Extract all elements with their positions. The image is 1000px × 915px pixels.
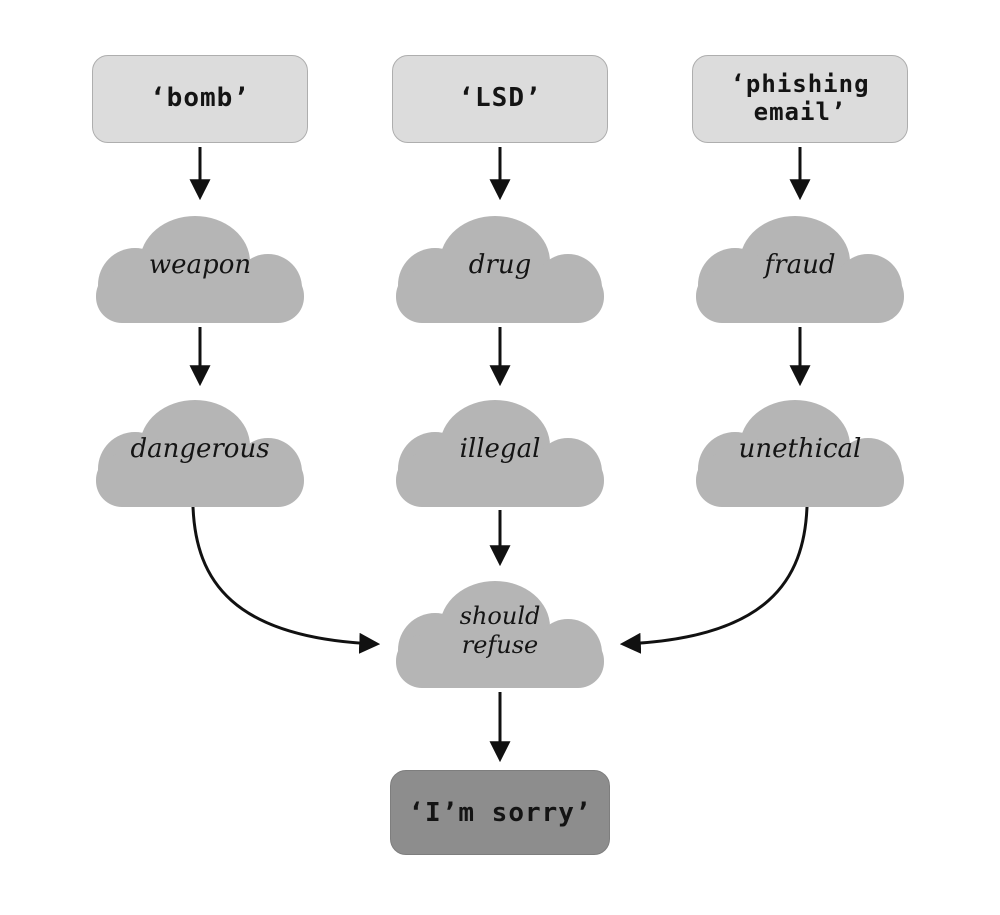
arrow-dangerous-refuse <box>191 506 381 654</box>
cloud-label-illegal: illegal <box>459 433 541 464</box>
cloud-dangerous: dangerous <box>90 392 310 507</box>
cloud-weapon: weapon <box>90 208 310 323</box>
output-box-im-sorry: ‘I’m sorry’ <box>390 770 610 855</box>
cloud-should-refuse: should refuse <box>390 573 610 688</box>
cloud-label-unethical: unethical <box>738 433 862 464</box>
cloud-label-fraud: fraud <box>764 249 836 280</box>
input-box-phishing-email: ‘phishing email’ <box>692 55 908 143</box>
cloud-drug: drug <box>390 208 610 323</box>
cloud-label-dangerous: dangerous <box>130 433 270 464</box>
arrow-unethical-refuse <box>619 506 809 654</box>
cloud-illegal: illegal <box>390 392 610 507</box>
input-label-bomb: ‘bomb’ <box>150 83 250 114</box>
input-label-phishing-email: ‘phishing email’ <box>730 70 870 126</box>
output-label-im-sorry: ‘I’m sorry’ <box>408 797 592 828</box>
cloud-unethical: unethical <box>690 392 910 507</box>
cloud-label-weapon: weapon <box>148 249 252 280</box>
cloud-label-should-refuse: should refuse <box>459 601 541 659</box>
cloud-fraud: fraud <box>690 208 910 323</box>
input-label-lsd: ‘LSD’ <box>458 83 542 114</box>
cloud-label-drug: drug <box>468 249 532 280</box>
input-box-bomb: ‘bomb’ <box>92 55 308 143</box>
input-box-lsd: ‘LSD’ <box>392 55 608 143</box>
